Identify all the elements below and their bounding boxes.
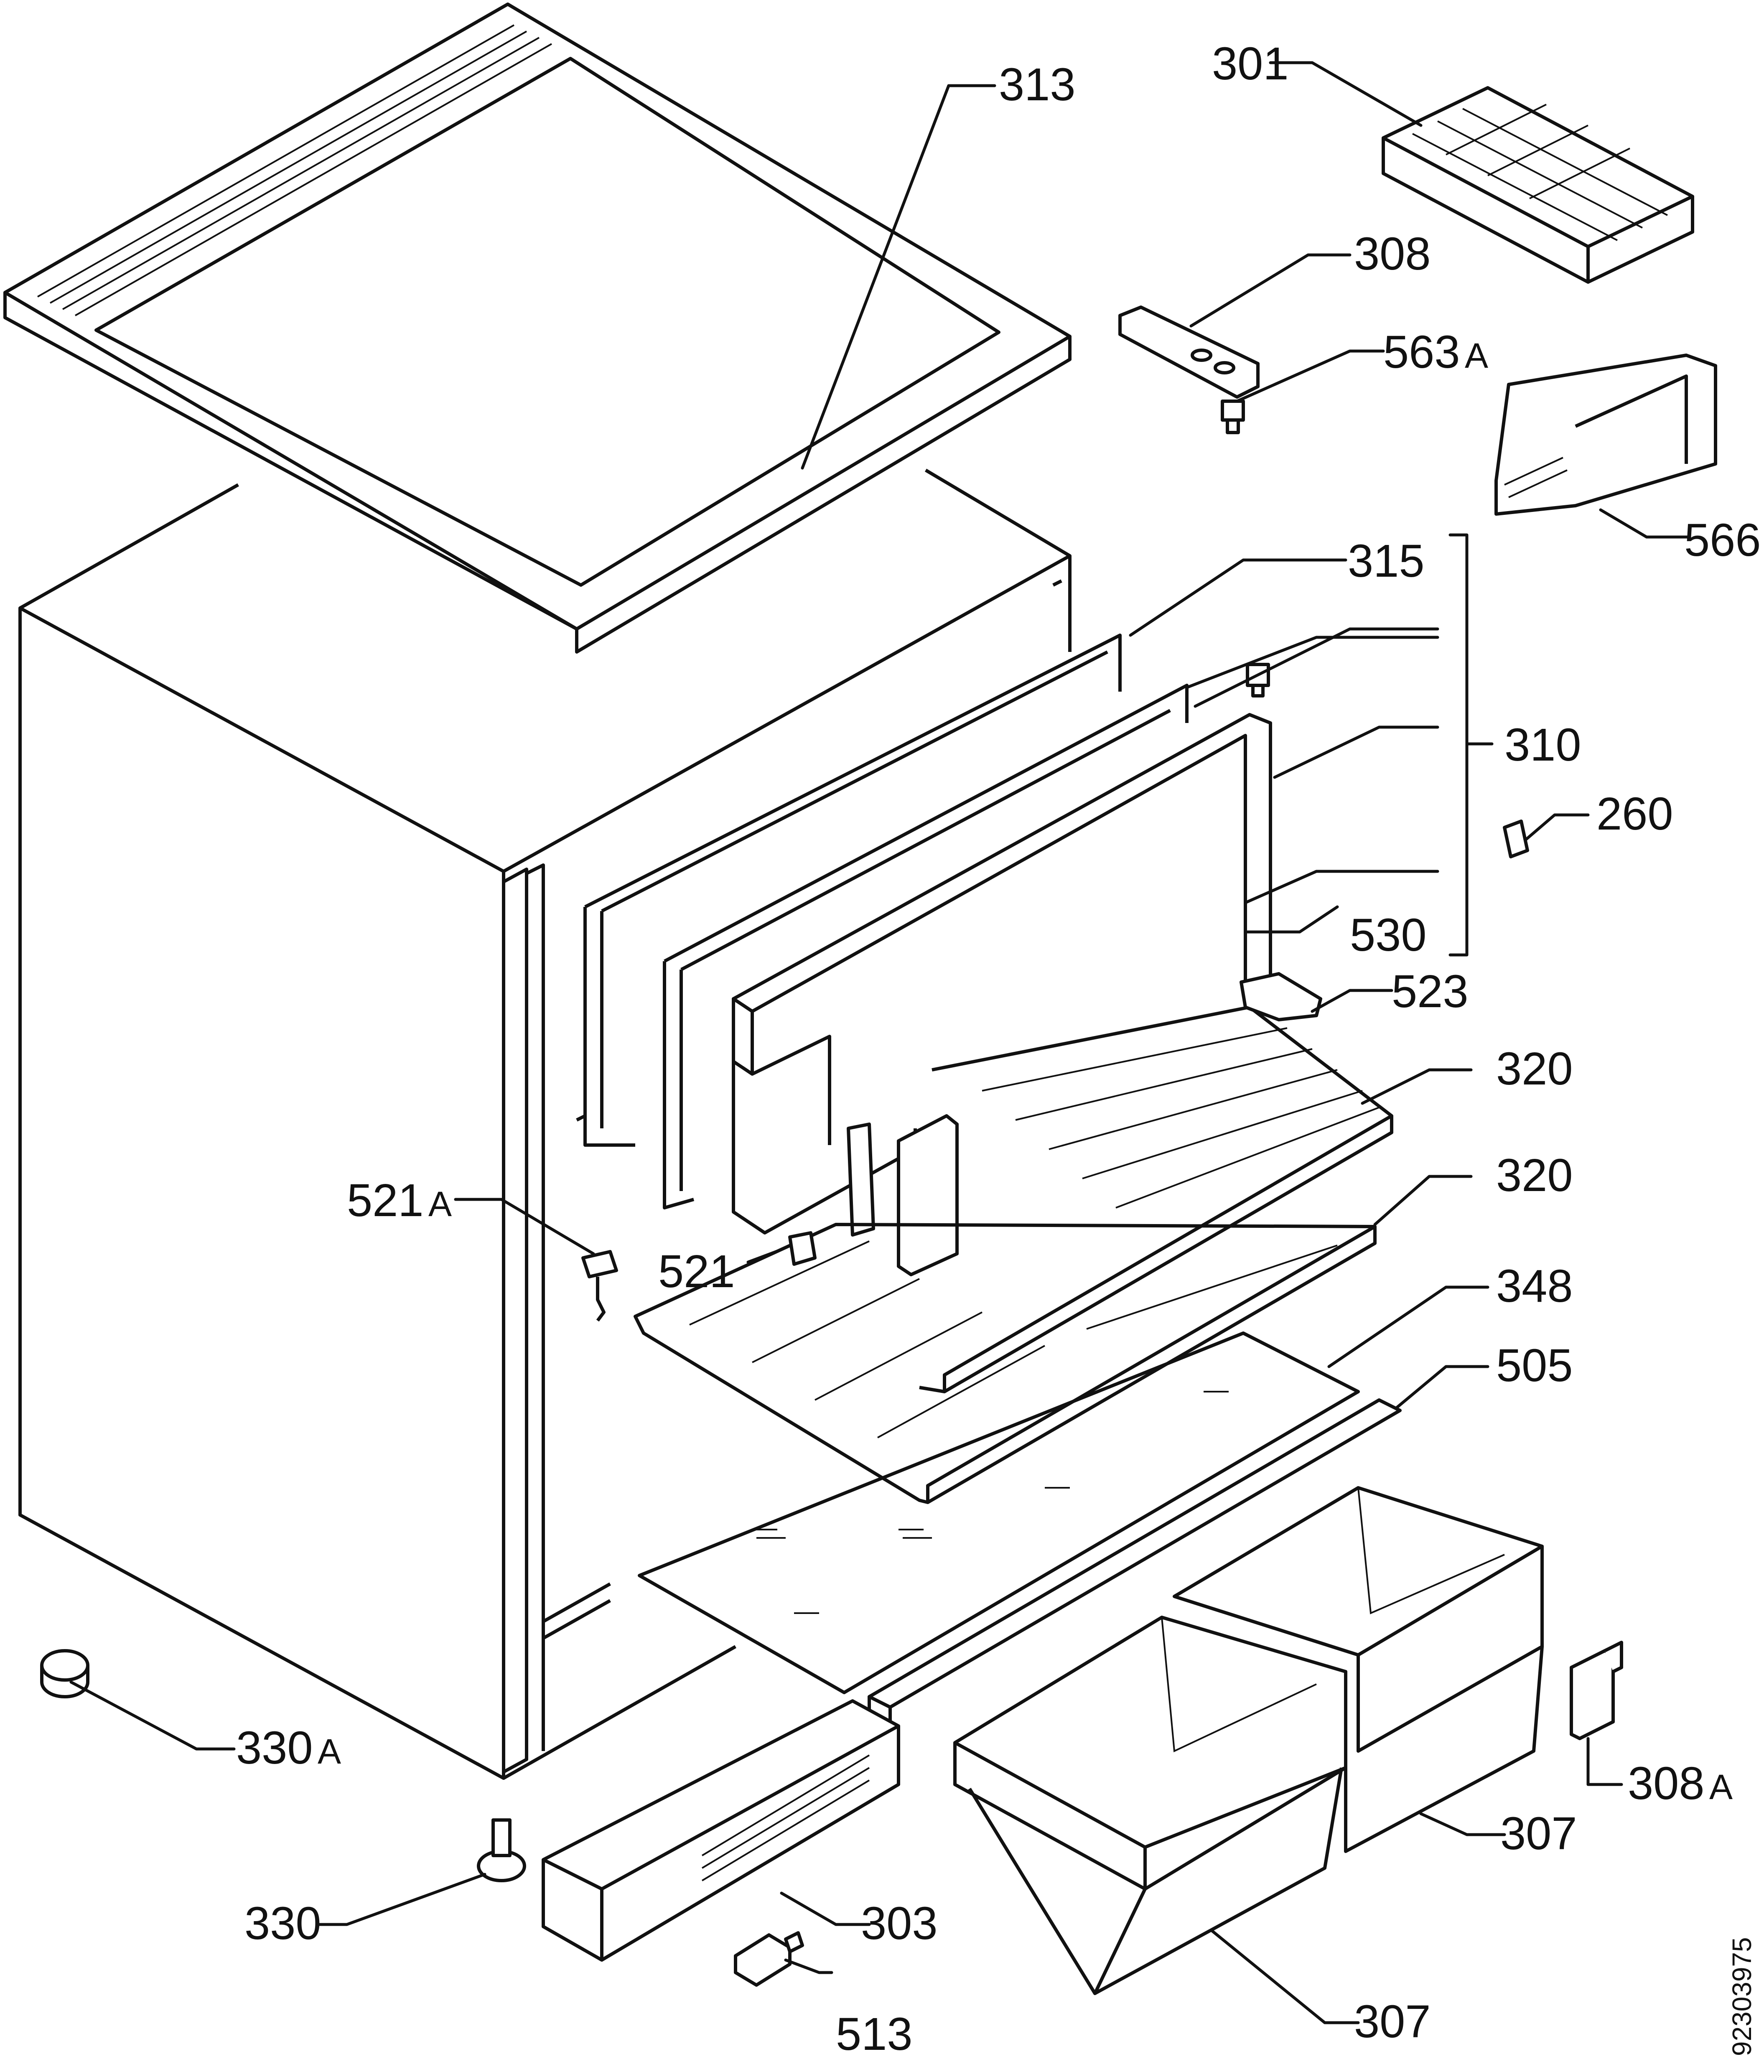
- callout-310: 310: [1504, 719, 1581, 771]
- callout-330: 330: [244, 1898, 321, 1949]
- callout-563: 563: [1383, 326, 1460, 378]
- callout-320-upper: 320: [1496, 1043, 1573, 1095]
- callout-301: 301: [1212, 38, 1289, 89]
- callout-308a-suffix: A: [1709, 1767, 1733, 1807]
- freezer-door-gasket-315: [583, 634, 1122, 1147]
- callout-315: 315: [1348, 535, 1425, 587]
- hinge-bracket-308: [1118, 305, 1260, 399]
- wire-shelf-320-lower: [634, 1223, 1377, 1504]
- latch-523: [1240, 972, 1322, 1021]
- callout-320-lower: 320: [1496, 1150, 1573, 1201]
- callout-523: 523: [1392, 966, 1469, 1017]
- crisper-drawer-307-rear: [1173, 1486, 1544, 1853]
- callout-330a-suffix: A: [318, 1732, 341, 1771]
- callout-521a-suffix: A: [428, 1184, 452, 1224]
- top-cover-313: [3, 3, 1072, 654]
- door-catch-521a: [581, 1250, 618, 1322]
- door-hinge-part: [847, 1123, 875, 1237]
- kick-plate-303: [542, 1699, 900, 1962]
- callout-505: 505: [1496, 1340, 1573, 1391]
- callout-521: 521: [658, 1246, 735, 1297]
- crisper-drawer-307-front: [953, 1616, 1347, 1995]
- screw-315: [1246, 663, 1270, 697]
- callout-330a: 330: [236, 1722, 313, 1774]
- callout-521a: 521: [347, 1175, 424, 1226]
- callout-260: 260: [1596, 788, 1673, 840]
- glass-shelf-348: [638, 1331, 1360, 1694]
- adjustable-foot-330a: [40, 1649, 89, 1698]
- callout-307-rear: 307: [1500, 1808, 1577, 1859]
- callout-563-suffix: A: [1465, 336, 1488, 375]
- callout-513: 513: [836, 2008, 913, 2060]
- callout-303: 303: [861, 1898, 938, 1949]
- pin-260: [1503, 820, 1529, 858]
- wire-shelf-320-upper: [919, 1005, 1393, 1393]
- callout-307-front: 307: [1354, 1996, 1431, 2047]
- callout-530: 530: [1350, 909, 1427, 961]
- cabinet-body: [18, 468, 1072, 1780]
- door-catch-521: [788, 1231, 817, 1266]
- callout-308: 308: [1354, 228, 1431, 280]
- bracket-308a: [1570, 1641, 1623, 1740]
- callout-308a: 308: [1628, 1758, 1705, 1809]
- leader-lines: [69, 61, 1690, 2024]
- adjustable-foot-330: [477, 1818, 526, 1882]
- callout-313: 313: [999, 59, 1076, 110]
- clip-513: [734, 1931, 804, 1987]
- callout-566: 566: [1684, 514, 1761, 566]
- callout-labels: 313 301 308 563 A 566 315 310 260 530 52…: [236, 38, 1761, 2060]
- freezer-door-frame: [663, 684, 1189, 1209]
- ice-tray-301: [1382, 86, 1694, 284]
- drawing-number: 92303975: [1727, 1937, 1757, 2056]
- ice-scraper-566: [1494, 354, 1717, 516]
- screw-563a: [1221, 400, 1245, 434]
- callout-348: 348: [1496, 1260, 1573, 1312]
